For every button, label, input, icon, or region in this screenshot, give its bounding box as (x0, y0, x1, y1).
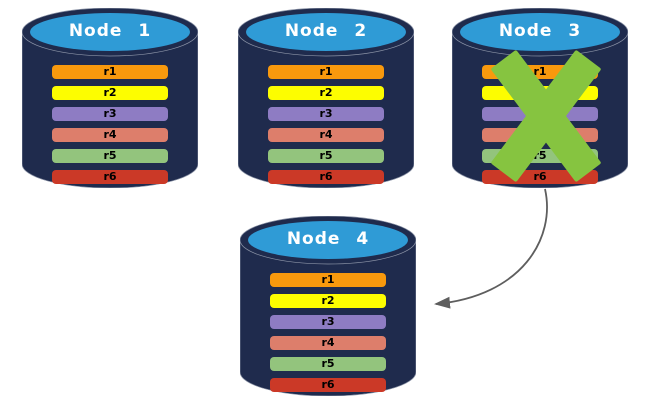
node-4: Node 4 r1 r2 r3 r4 r5 r6 (240, 216, 416, 396)
replica-row-r4: r4 (270, 336, 386, 350)
node-3-replica-list: r1 r2 r3 r4 r5 r6 (482, 65, 598, 191)
replica-row-r1: r1 (270, 273, 386, 287)
node-1: Node 1 r1 r2 r3 r4 r5 r6 (22, 8, 198, 188)
replica-label: r1 (103, 65, 117, 78)
replica-label: r1 (321, 273, 335, 286)
replica-row-r5: r5 (482, 149, 598, 163)
replica-row-r4: r4 (482, 128, 598, 142)
replica-row-r6: r6 (482, 170, 598, 184)
replica-row-r6: r6 (52, 170, 168, 184)
replica-label: r6 (319, 170, 333, 183)
replica-label: r6 (533, 170, 547, 183)
arrow-curve (434, 188, 548, 309)
replica-row-r3: r3 (270, 315, 386, 329)
replica-row-r3: r3 (52, 107, 168, 121)
replica-row-r6: r6 (270, 378, 386, 392)
node-4-replica-list: r1 r2 r3 r4 r5 r6 (270, 273, 386, 399)
replica-label: r1 (533, 65, 547, 78)
replica-label: r2 (319, 86, 333, 99)
replica-label: r2 (533, 86, 547, 99)
replica-row-r3: r3 (482, 107, 598, 121)
replica-label: r6 (321, 378, 335, 391)
replica-label: r2 (321, 294, 335, 307)
replica-label: r5 (319, 149, 333, 162)
replica-label: r4 (319, 128, 333, 141)
node-3-title: Node 3 (498, 21, 582, 41)
node-2-replica-list: r1 r2 r3 r4 r5 r6 (268, 65, 384, 191)
replica-label: r4 (103, 128, 117, 141)
node-2-title: Node 2 (284, 21, 368, 41)
replica-row-r4: r4 (268, 128, 384, 142)
replica-row-r6: r6 (268, 170, 384, 184)
replica-label: r4 (321, 336, 335, 349)
node-3: Node 3 r1 r2 r3 r4 r5 r6 (452, 8, 628, 188)
replica-row-r4: r4 (52, 128, 168, 142)
replica-label: r2 (103, 86, 117, 99)
replica-row-r2: r2 (268, 86, 384, 100)
replica-row-r1: r1 (482, 65, 598, 79)
replica-row-r2: r2 (482, 86, 598, 100)
replica-row-r5: r5 (270, 357, 386, 371)
replica-row-r3: r3 (268, 107, 384, 121)
replica-row-r2: r2 (270, 294, 386, 308)
node-1-replica-list: r1 r2 r3 r4 r5 r6 (52, 65, 168, 191)
replica-label: r1 (319, 65, 333, 78)
replica-row-r2: r2 (52, 86, 168, 100)
replica-label: r6 (103, 170, 117, 183)
replica-label: r5 (533, 149, 547, 162)
node-1-title: Node 1 (68, 21, 152, 41)
replica-label: r3 (103, 107, 117, 120)
replica-label: r4 (533, 128, 547, 141)
replica-row-r1: r1 (268, 65, 384, 79)
replica-label: r5 (321, 357, 335, 370)
replica-label: r5 (103, 149, 117, 162)
node-2: Node 2 r1 r2 r3 r4 r5 r6 (238, 8, 414, 188)
replica-label: r3 (319, 107, 333, 120)
replica-label: r3 (533, 107, 547, 120)
replica-label: r3 (321, 315, 335, 328)
replica-row-r1: r1 (52, 65, 168, 79)
node-4-title: Node 4 (286, 229, 370, 249)
replica-row-r5: r5 (268, 149, 384, 163)
replica-row-r5: r5 (52, 149, 168, 163)
